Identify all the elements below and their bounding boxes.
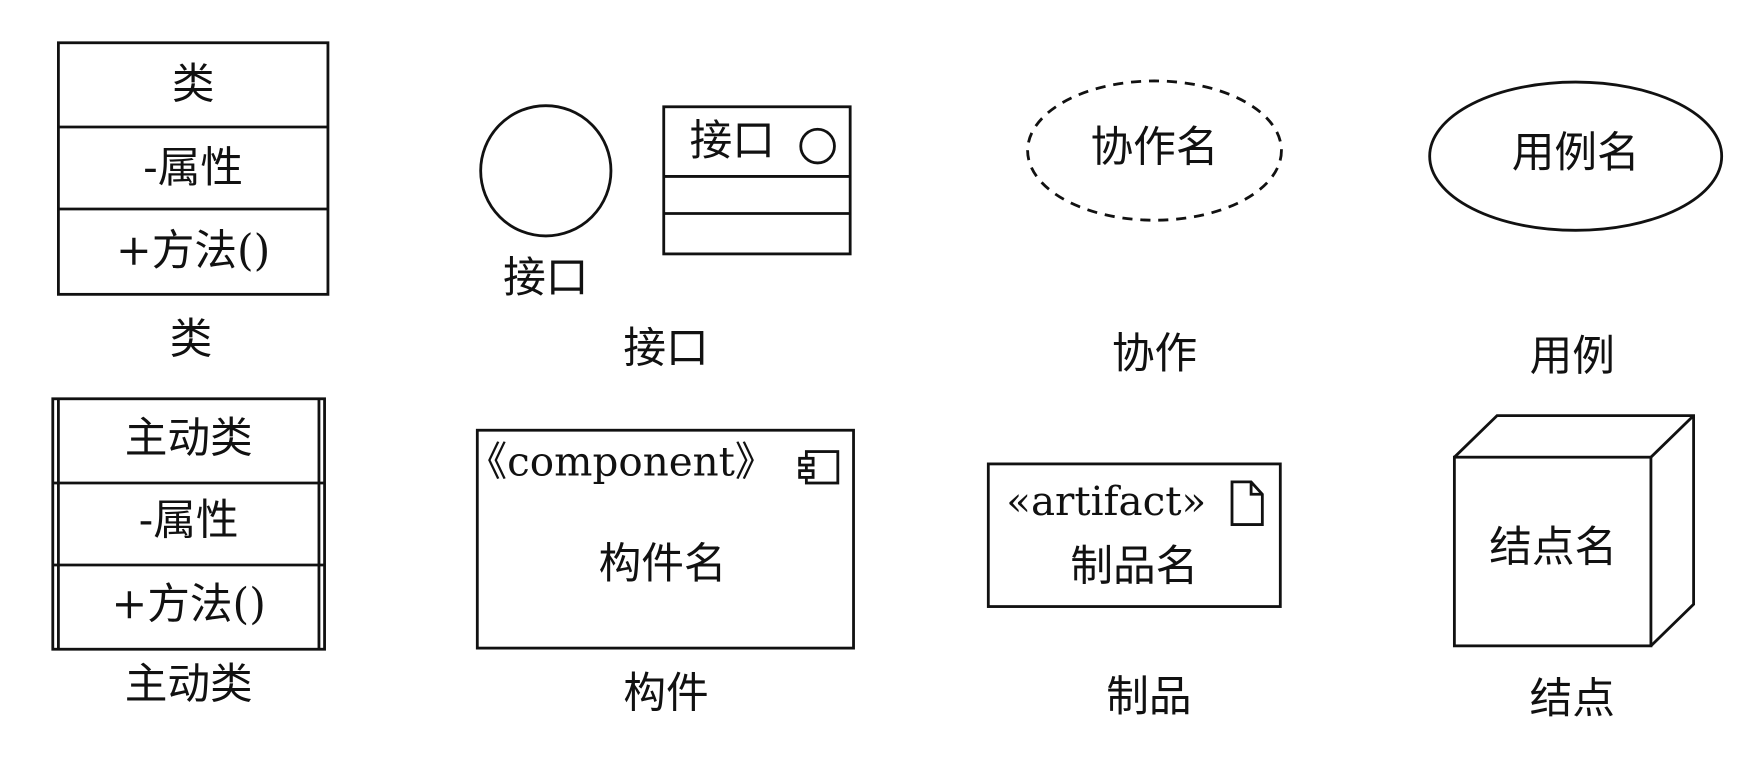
node-3d-edges bbox=[1453, 414, 1696, 647]
active-class-box bbox=[51, 397, 326, 651]
node-caption: 结点 bbox=[1530, 674, 1615, 724]
active-class-name: 主动类 bbox=[125, 413, 253, 463]
class-name: 类 bbox=[172, 60, 215, 110]
component-icon bbox=[798, 450, 840, 485]
use-case-name: 用例名 bbox=[1512, 128, 1640, 178]
class-attribute: -属性 bbox=[143, 143, 243, 193]
artifact-element: «artifact» 制品名 制品 bbox=[986, 462, 1282, 722]
collaboration-ellipse bbox=[1026, 79, 1283, 222]
active-class-element: 主动类 -属性 +方法() 主动类 bbox=[51, 397, 326, 709]
collaboration-caption: 协作 bbox=[1112, 329, 1197, 379]
collaboration-element: 协作名 协作 bbox=[1026, 79, 1283, 379]
interface-lollipop-circle bbox=[479, 104, 613, 238]
active-class-method: +方法() bbox=[112, 580, 266, 630]
interface-caption: 接口 bbox=[623, 324, 708, 374]
node-front-face bbox=[1452, 455, 1653, 648]
class-box bbox=[56, 41, 330, 296]
component-name: 构件名 bbox=[599, 539, 727, 589]
component-caption: 构件 bbox=[623, 668, 708, 718]
node-name: 结点名 bbox=[1489, 522, 1617, 572]
artifact-caption: 制品 bbox=[1106, 672, 1191, 722]
node-element: 结点名 结点 bbox=[1452, 414, 1696, 724]
use-case-ellipse bbox=[1428, 80, 1724, 232]
class-caption: 类 bbox=[170, 315, 213, 365]
class-method: +方法() bbox=[116, 226, 270, 276]
interface-circle-icon bbox=[799, 127, 836, 165]
interface-box-name: 接口 bbox=[690, 116, 775, 166]
use-case-caption: 用例 bbox=[1530, 331, 1615, 381]
active-class-caption: 主动类 bbox=[125, 659, 253, 709]
component-element: 《component》 构件名 构件 bbox=[467, 428, 855, 718]
active-class-attribute: -属性 bbox=[139, 495, 239, 545]
component-box bbox=[475, 428, 855, 650]
interface-element: 接口 接口 接口 bbox=[479, 104, 852, 374]
artifact-box bbox=[986, 462, 1282, 608]
artifact-name: 制品名 bbox=[1070, 541, 1198, 591]
use-case-element: 用例名 用例 bbox=[1428, 80, 1724, 381]
component-stereotype: 《component》 bbox=[467, 438, 776, 486]
class-element: 类 -属性 +方法() 类 bbox=[56, 41, 330, 365]
collaboration-name: 协作名 bbox=[1091, 123, 1219, 173]
interface-box bbox=[662, 105, 852, 256]
interface-lollipop-label: 接口 bbox=[503, 253, 588, 303]
document-icon bbox=[1230, 480, 1264, 526]
artifact-stereotype: «artifact» bbox=[1006, 477, 1206, 525]
